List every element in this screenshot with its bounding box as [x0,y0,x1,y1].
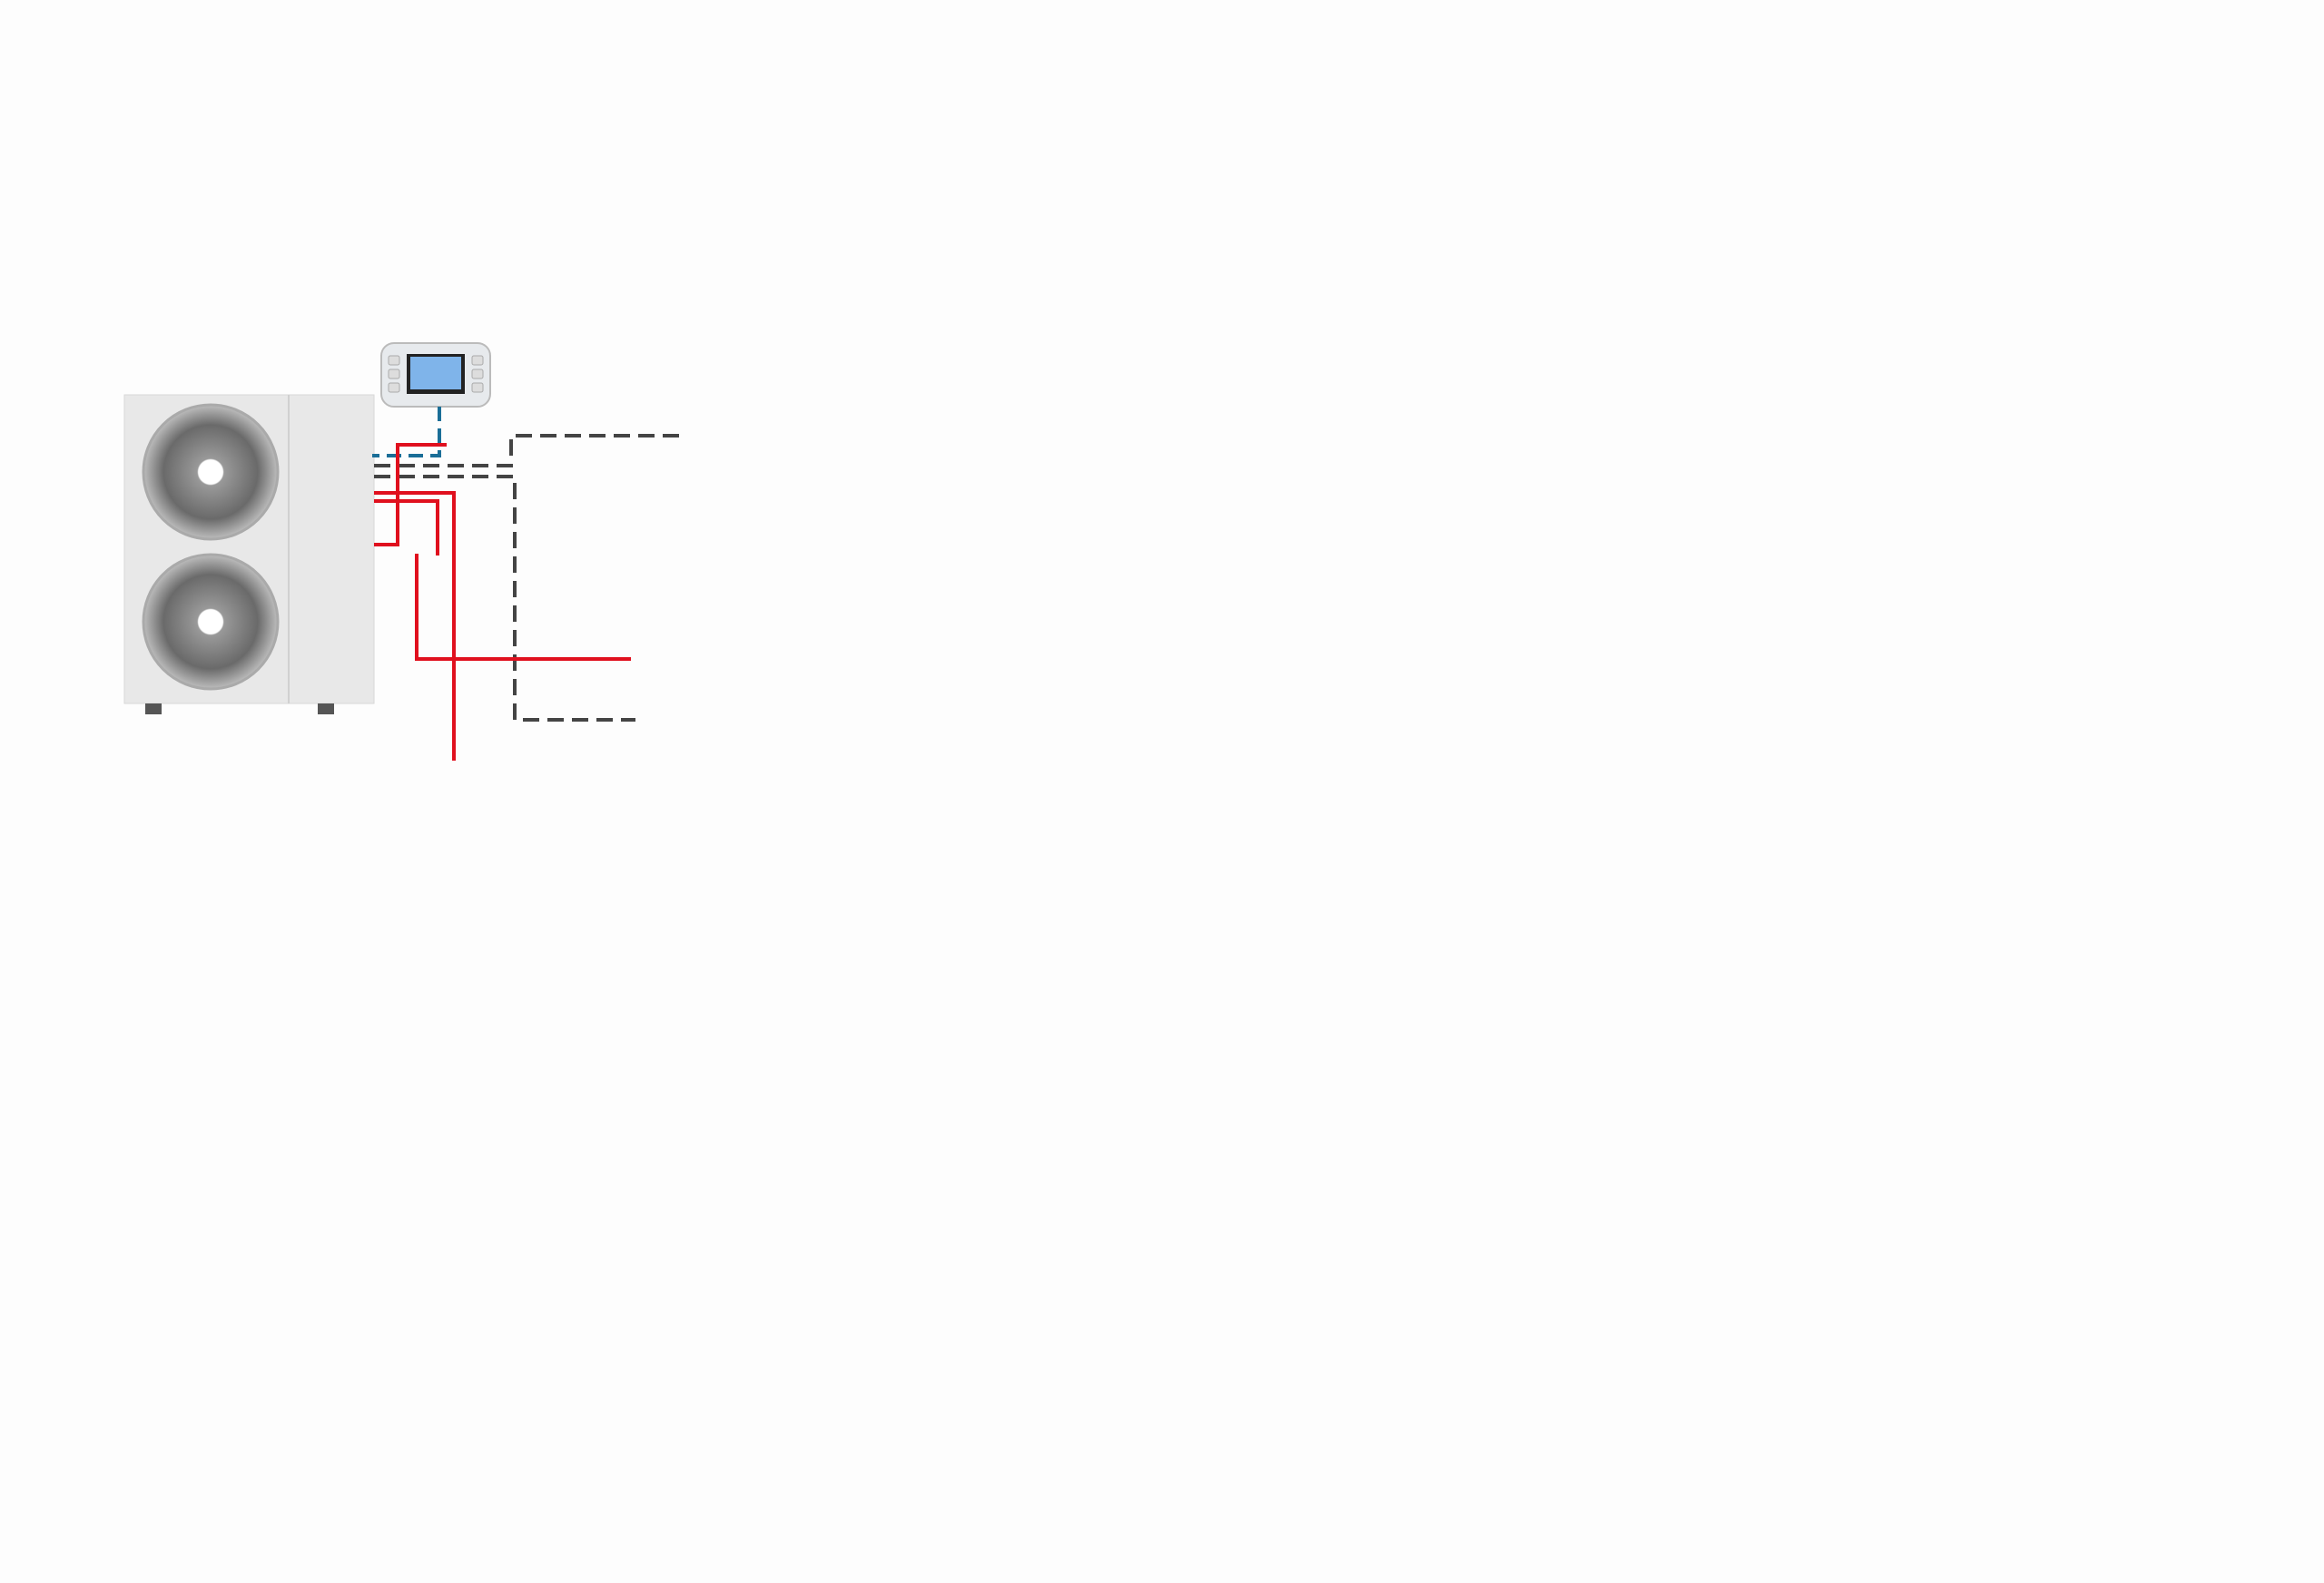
heat-pump [123,394,375,714]
fan-icon [142,553,280,691]
heat-pump-controller[interactable] [380,342,491,408]
fan-icon [142,403,280,541]
